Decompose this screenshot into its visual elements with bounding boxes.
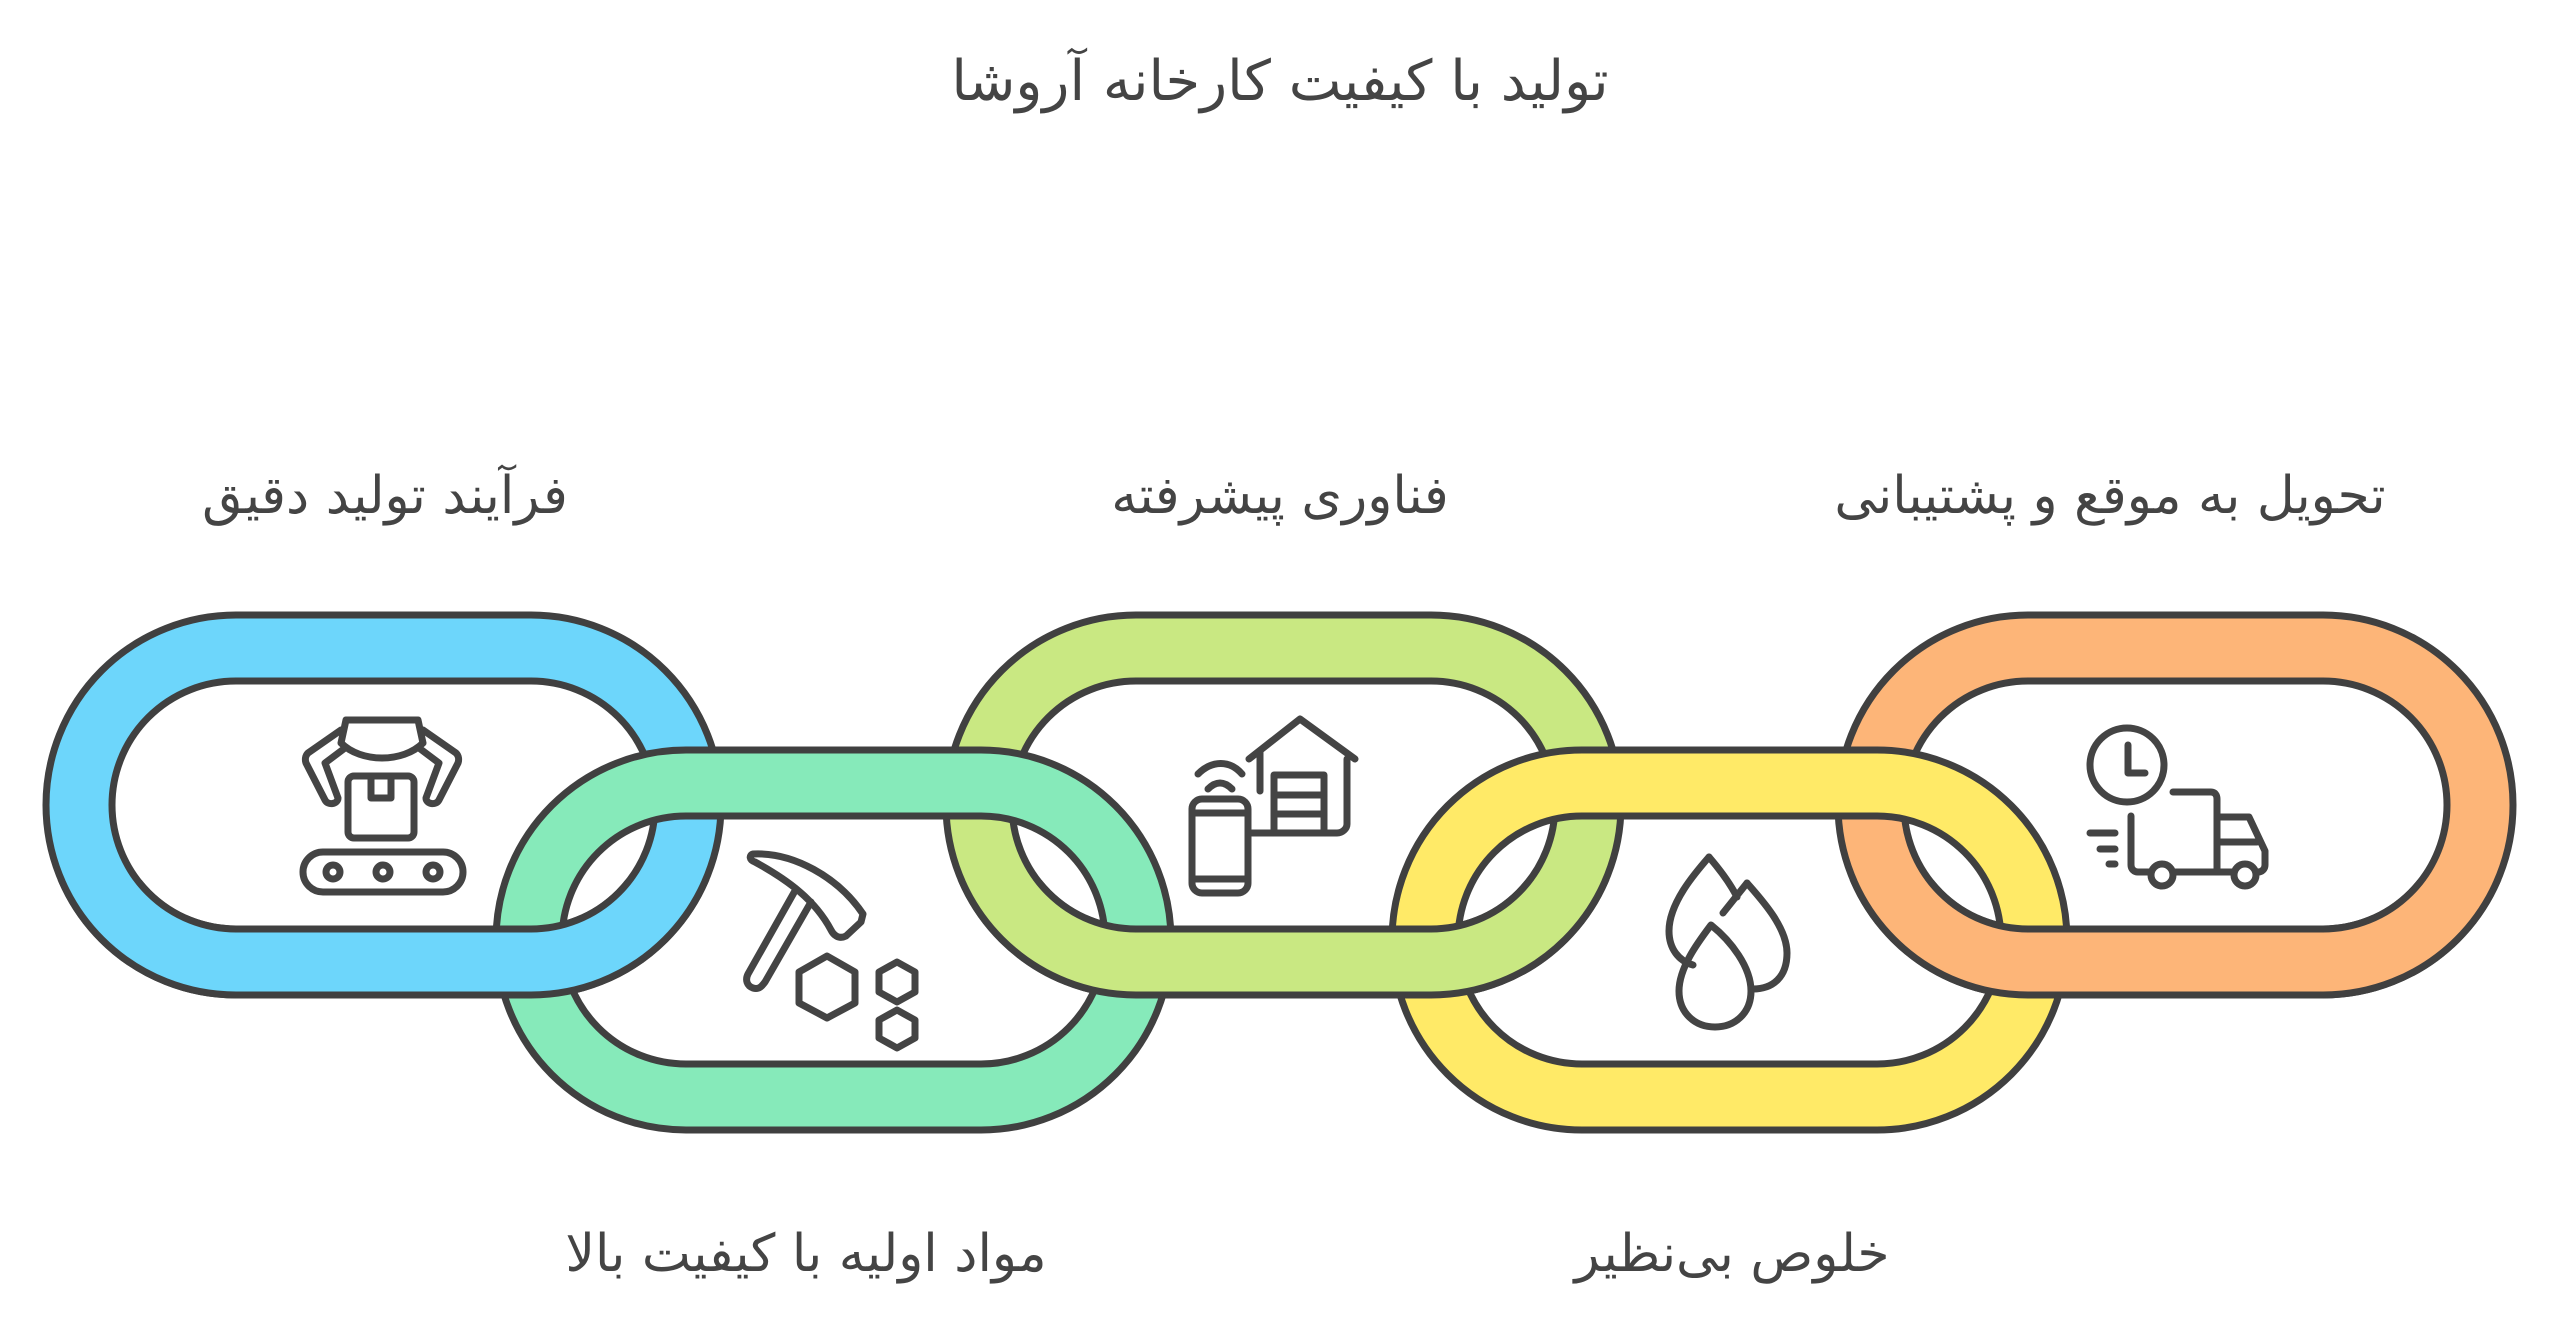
label-advanced-technology: فناوری پیشرفته <box>1111 466 1449 526</box>
label-quality-materials: مواد اولیه با کیفیت بالا <box>565 1224 1047 1284</box>
label-ontime-delivery-support: تحویل به موقع و پشتیبانی <box>1834 466 2386 526</box>
delivery-truck-clock-icon <box>2086 724 2269 890</box>
diagram-title: تولید با کیفیت کارخانه آروشا <box>951 49 1609 114</box>
water-drops-icon <box>1665 853 1791 1031</box>
robot-arm-conveyor-icon <box>299 716 467 896</box>
label-precise-production: فرآیند تولید دقیق <box>202 466 568 526</box>
pickaxe-minerals-icon <box>743 850 919 1052</box>
smart-home-phone-icon <box>1188 715 1359 897</box>
label-unmatched-purity: خلوص بی‌نظیر <box>1574 1224 1890 1284</box>
